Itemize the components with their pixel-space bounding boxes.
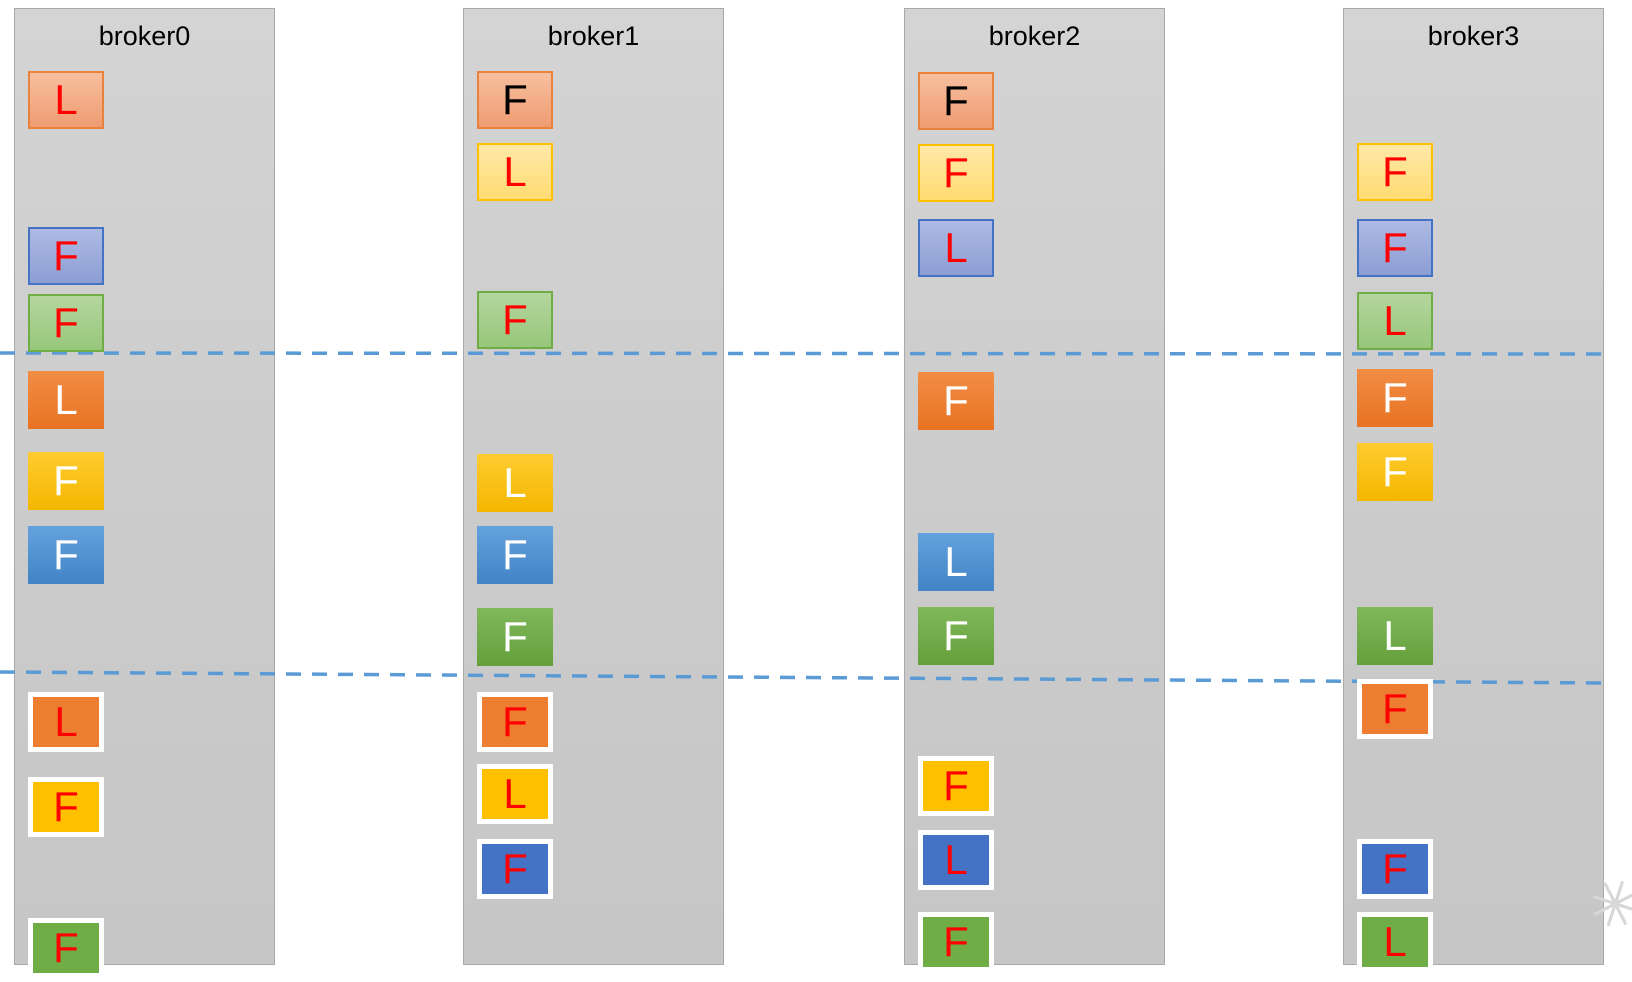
replica-box-leader-orange: L (28, 692, 104, 752)
broker-title: broker3 (1427, 21, 1520, 51)
replica-box-leader-gold: L (477, 454, 553, 512)
replica-box-follower-orange: F (1357, 679, 1433, 739)
replica-box-leader-yellow: L (477, 143, 553, 201)
replica-box-follower-royal: F (477, 839, 553, 899)
broker-title: broker1 (547, 21, 640, 51)
replica-box-follower-royal: F (1357, 839, 1433, 899)
replica-box-follower-green: F (918, 607, 994, 665)
replica-box-follower-green: F (918, 912, 994, 972)
replica-box-follower-sky: F (477, 526, 553, 584)
replica-box-leader-gold: L (477, 764, 553, 824)
replica-box-follower-gold: F (28, 777, 104, 837)
replica-box-follower-green: F (477, 608, 553, 666)
replica-box-leader-salmon: L (28, 71, 104, 129)
replica-box-leader-orange: L (28, 371, 104, 429)
replica-box-leader-sky: L (918, 533, 994, 591)
broker-title: broker0 (98, 21, 191, 51)
replica-box-leader-royal: L (918, 830, 994, 890)
replica-box-follower-green: F (28, 918, 104, 978)
replica-box-follower-orange: F (1357, 369, 1433, 427)
replica-box-leader-green: L (1357, 912, 1433, 972)
replica-box-follower-gold: F (918, 756, 994, 816)
broker-title: broker2 (988, 21, 1081, 51)
replica-box-follower-sky: F (28, 526, 104, 584)
replica-box-follower-green: F (28, 294, 104, 352)
replica-box-follower-yellow: F (1357, 143, 1433, 201)
replica-box-follower-gold: F (1357, 443, 1433, 501)
replica-box-leader-green: L (1357, 292, 1433, 350)
replica-box-follower-yellow: F (918, 144, 994, 202)
replica-box-follower-orange: F (477, 692, 553, 752)
replica-box-follower-blue: F (1357, 219, 1433, 277)
replica-box-leader-green: L (1357, 607, 1433, 665)
replica-box-follower-blue: F (28, 227, 104, 285)
replica-box-follower-green: F (477, 291, 553, 349)
replica-box-follower-salmon: F (477, 71, 553, 129)
replica-box-follower-orange: F (918, 372, 994, 430)
replica-box-follower-gold: F (28, 452, 104, 510)
replica-box-leader-blue: L (918, 219, 994, 277)
replica-box-follower-salmon: F (918, 72, 994, 130)
